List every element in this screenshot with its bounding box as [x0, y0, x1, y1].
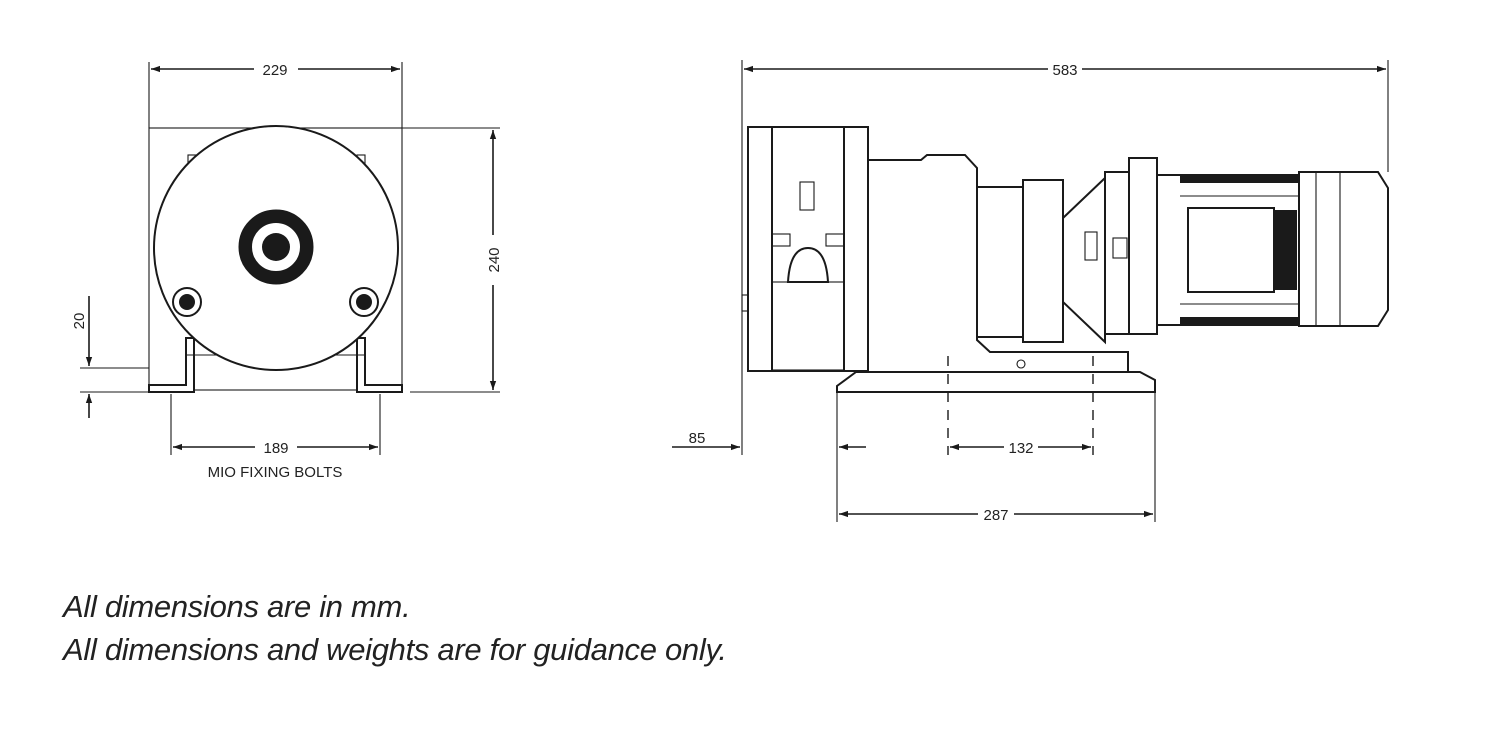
fixing-bolts-caption: MIO FIXING BOLTS: [208, 464, 343, 481]
dimension-notes: All dimensions are in mm. All dimensions…: [63, 585, 727, 671]
side-pump-head-tab-left: [771, 233, 791, 247]
side-pump-head-bracket-top: [799, 181, 815, 211]
side-base-plate: [836, 371, 1156, 393]
front-foot-right: [356, 337, 403, 393]
side-view: 583 85 132 287: [672, 60, 1389, 524]
note-line-units: All dimensions are in mm.: [63, 589, 411, 624]
side-base-hole: [1016, 359, 1026, 369]
technical-drawing: 229 240 20 189 MIO FIXING BOLTS: [71, 60, 1389, 524]
dim-240-label: 240: [486, 247, 503, 272]
side-pump-head-tab-right: [825, 233, 845, 247]
side-pump-head-port: [786, 246, 830, 283]
side-fan-cowl: [1298, 171, 1389, 327]
dim-583-label: 583: [1052, 62, 1077, 79]
side-flange-bolt-mid: [1112, 237, 1128, 259]
side-motor-flange: [1104, 171, 1130, 335]
side-motor-fin-bottom: [1180, 317, 1299, 325]
side-coupling-bolt: [1084, 231, 1098, 261]
dim-85-label: 85: [689, 430, 706, 447]
side-terminal-grill: [1275, 210, 1297, 290]
port-left-inner: [179, 294, 195, 310]
side-pump-head-window: [771, 281, 845, 371]
dim-20-label: 20: [71, 313, 88, 330]
side-adaptor: [976, 186, 1024, 338]
dim-287-label: 287: [983, 507, 1008, 524]
side-adaptor-ring: [1022, 179, 1064, 343]
rotor-hub-center: [262, 233, 290, 261]
side-coupling: [1062, 175, 1106, 345]
port-right-inner: [356, 294, 372, 310]
side-motor-fin-top: [1180, 175, 1299, 183]
dim-189-label: 189: [263, 440, 288, 457]
front-view: 229 240 20 189 MIO FIXING BOLTS: [71, 62, 503, 481]
front-foot-left: [148, 337, 195, 393]
side-pump-head-plate: [747, 126, 773, 372]
note-line-guidance: All dimensions and weights are for guida…: [63, 632, 727, 667]
side-pump-head-flange: [843, 126, 869, 372]
side-motor-flange-outer: [1128, 157, 1158, 335]
dim-229-label: 229: [262, 62, 287, 79]
dim-132-label: 132: [1008, 440, 1033, 457]
side-terminal-box: [1187, 207, 1275, 293]
